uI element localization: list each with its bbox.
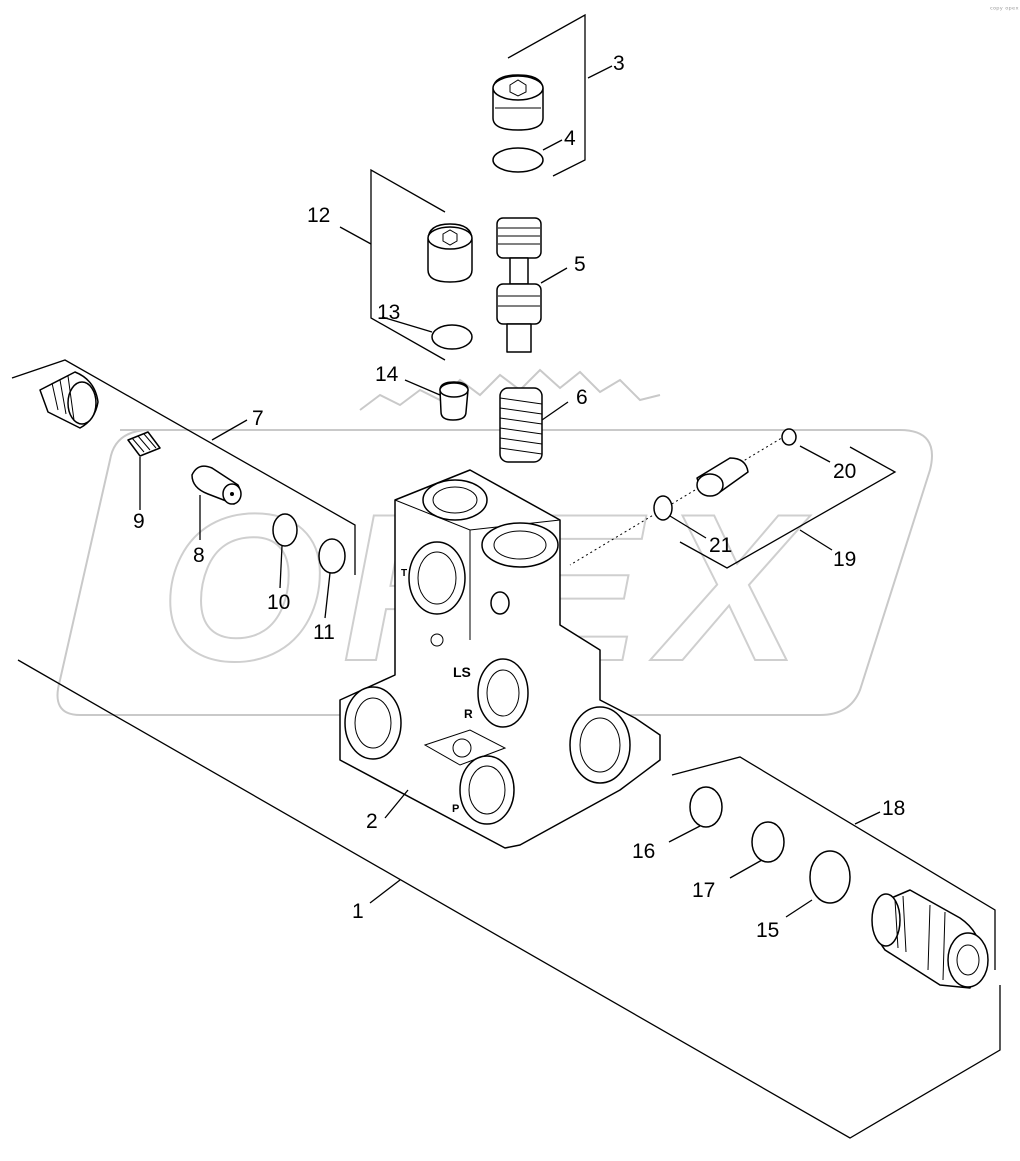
part-7-plug <box>39 371 99 429</box>
callout-14: 14 <box>375 363 399 386</box>
callout-18: 18 <box>882 797 905 820</box>
part-5-spool <box>496 217 542 353</box>
part-6-spring <box>499 387 543 463</box>
bracket-1 <box>17 659 1001 1139</box>
alignment-line <box>569 435 786 566</box>
port-mark-ls: LS <box>453 664 471 680</box>
part-18-relief-valve <box>871 889 989 989</box>
callout-21: 21 <box>709 534 732 557</box>
callout-2: 2 <box>366 810 378 833</box>
leader-lines <box>139 65 881 918</box>
callout-19: 19 <box>833 548 856 571</box>
part-16-oring <box>689 786 723 828</box>
callout-13: 13 <box>377 301 400 324</box>
callout-8: 8 <box>193 544 205 567</box>
callout-5: 5 <box>574 253 586 276</box>
part-2-valve-body: LS R P T <box>339 469 661 849</box>
part-3-plug <box>492 74 544 131</box>
callout-17: 17 <box>692 879 715 902</box>
callout-12: 12 <box>307 204 330 227</box>
bracket-19 <box>679 446 897 569</box>
part-8-poppet <box>191 465 242 505</box>
callout-10: 10 <box>267 591 290 614</box>
bracket-7 <box>11 359 356 575</box>
part-17-oring <box>751 821 785 863</box>
part-14-plug <box>439 381 469 421</box>
callout-11: 11 <box>313 621 335 644</box>
part-10-oring <box>272 513 298 547</box>
part-11-oring <box>318 538 346 574</box>
bracket-18 <box>671 756 996 970</box>
callout-6: 6 <box>576 386 588 409</box>
callout-4: 4 <box>564 127 576 150</box>
part-12-plug <box>427 223 473 283</box>
corner-mark: ᶜᵒᵖʸ ᵒᵖᵉˣ <box>990 5 1019 14</box>
callout-7: 7 <box>252 407 264 430</box>
port-mark-r: R <box>464 707 473 721</box>
callouts: 1 2 3 4 5 6 7 8 9 10 11 12 13 14 15 16 1… <box>133 52 905 942</box>
part-4-oring <box>492 147 544 173</box>
callout-20: 20 <box>833 460 856 483</box>
part-21-oring <box>653 495 673 521</box>
port-mark-t: T <box>401 568 407 579</box>
callout-16: 16 <box>632 840 655 863</box>
callout-1: 1 <box>352 900 364 923</box>
port-mark-p: P <box>452 803 459 815</box>
part-9-spring <box>127 431 161 457</box>
callout-9: 9 <box>133 510 145 533</box>
part-15-oring <box>809 850 851 904</box>
part-13-oring <box>431 324 473 350</box>
part-20-oring <box>781 428 797 446</box>
bracket-3 <box>507 13 586 177</box>
callout-15: 15 <box>756 919 779 942</box>
callout-3: 3 <box>613 52 625 75</box>
part-19-fitting <box>696 457 749 497</box>
